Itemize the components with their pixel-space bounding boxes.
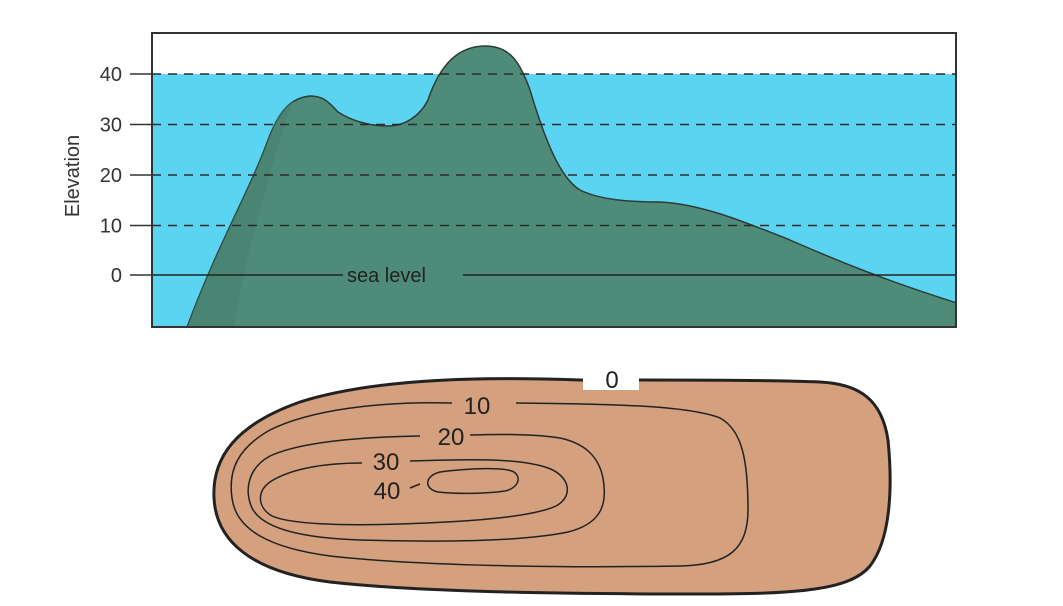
profile-frame bbox=[151, 32, 957, 328]
contour-20 bbox=[247, 433, 606, 542]
contour-label-30: 30 bbox=[373, 449, 400, 476]
y-axis-tick-labels: 40 30 20 10 0 bbox=[100, 64, 122, 287]
contour-40-leader bbox=[409, 483, 421, 489]
tick-label-20: 20 bbox=[100, 165, 122, 187]
contour-label-10: 10 bbox=[464, 393, 491, 420]
contour-30 bbox=[259, 458, 569, 526]
contour-0-label-gap bbox=[583, 370, 639, 390]
contour-0-island bbox=[212, 377, 892, 596]
y-axis-label: Elevation bbox=[62, 135, 84, 217]
contour-10 bbox=[230, 401, 749, 568]
contour-40 bbox=[427, 467, 519, 495]
y-axis-ticks bbox=[130, 73, 152, 276]
contour-label-0: 0 bbox=[605, 367, 618, 394]
cross-section-profile: sea level 40 30 20 10 0 Elevation bbox=[62, 32, 957, 328]
tick-label-10: 10 bbox=[100, 216, 122, 238]
elevation-gridlines bbox=[152, 73, 956, 227]
tick-label-0: 0 bbox=[111, 265, 122, 287]
sea-level-label: sea level bbox=[347, 265, 426, 287]
contour-map: 0 10 20 30 40 bbox=[212, 367, 892, 596]
contour-label-40: 40 bbox=[374, 478, 401, 505]
tick-label-40: 40 bbox=[100, 64, 122, 86]
tick-label-30: 30 bbox=[100, 115, 122, 137]
contour-label-20: 20 bbox=[438, 424, 465, 451]
hill-shadow bbox=[187, 100, 294, 327]
